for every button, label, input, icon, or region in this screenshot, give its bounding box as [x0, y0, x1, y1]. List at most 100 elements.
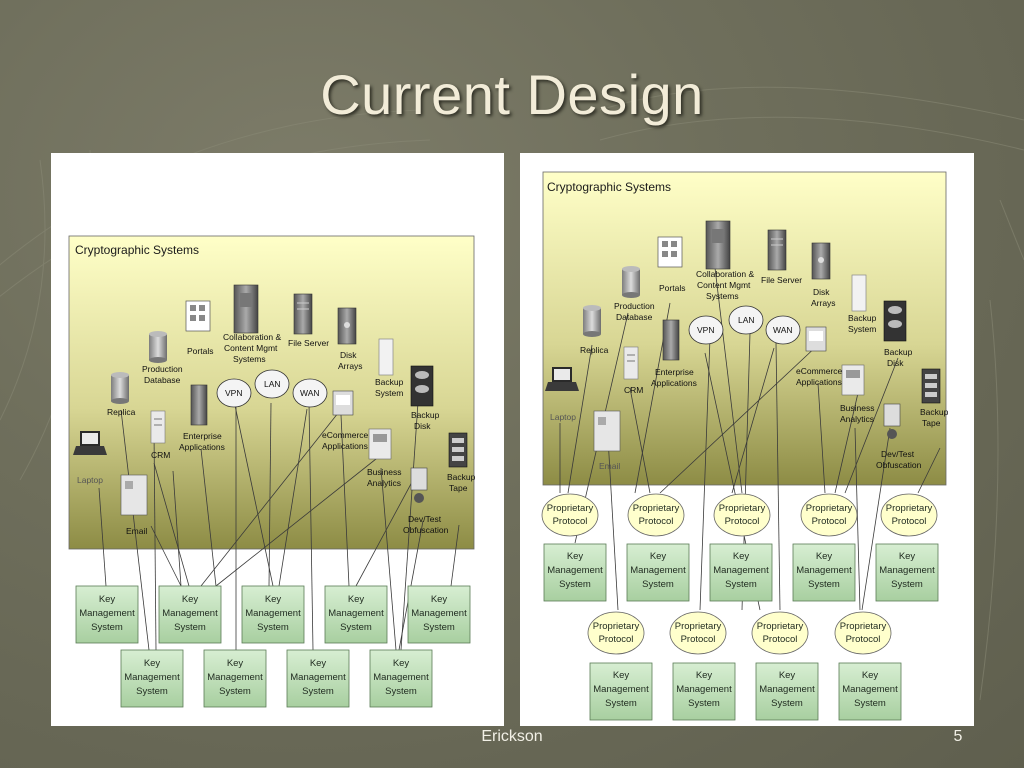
file-server-label: File Server [761, 275, 802, 285]
disk-arrays-label: Disk Arrays [811, 287, 836, 308]
portals-icon [657, 236, 683, 268]
enterprise-applications-icon [190, 384, 208, 426]
backup-disk-label: Backup Disk [411, 410, 442, 431]
backup-system-label: Backup System [848, 313, 879, 334]
business-analytics-label: Business Analytics [367, 467, 404, 488]
right-diagram-panel: Cryptographic Systems Laptop Replica [520, 153, 974, 726]
laptop-icon [73, 431, 107, 455]
lan-cloud-icon: LAN [728, 305, 764, 335]
crm-icon [150, 410, 166, 444]
devtest-label: Dev/Test Obfuscation [403, 514, 449, 535]
backup-system-icon [851, 274, 867, 312]
disk-arrays-icon [337, 307, 357, 345]
production-database-label: Production Database [614, 301, 657, 322]
laptop-icon [545, 367, 579, 391]
slide-title: Current Design [320, 63, 704, 126]
ecommerce-terminal-icon [332, 390, 354, 416]
collaboration-server-icon [233, 284, 259, 334]
wan-cloud-icon: WAN [765, 315, 801, 345]
replica-label: Replica [107, 407, 136, 417]
portals-icon [185, 300, 211, 332]
backup-disk-icon [883, 300, 907, 342]
crm-label: CRM [151, 450, 170, 460]
file-server-icon [293, 293, 313, 335]
svg-text:VPN: VPN [225, 388, 242, 398]
lan-cloud-icon: LAN [254, 369, 290, 399]
ecommerce-applications-label: eCommerce Applications [796, 366, 845, 387]
collaboration-server-icon [705, 220, 731, 270]
laptop-label: Laptop [77, 475, 103, 485]
replica-icon [583, 305, 601, 337]
production-database-icon [149, 331, 167, 363]
svg-text:LAN: LAN [738, 315, 755, 325]
backup-tape-icon [448, 432, 468, 468]
business-analytics-icon [841, 364, 865, 396]
business-analytics-icon [368, 428, 392, 460]
file-server-label: File Server [288, 338, 329, 348]
region-title: Cryptographic Systems [75, 243, 199, 257]
backup-system-label: Backup System [375, 377, 406, 398]
devtest-label: Dev/Test Obfuscation [876, 449, 922, 470]
svg-text:WAN: WAN [773, 325, 793, 335]
footer-author: Erickson [481, 728, 543, 745]
vpn-cloud-icon: VPN [216, 378, 252, 408]
replica-label: Replica [580, 345, 609, 355]
disk-arrays-label: Disk Arrays [338, 350, 363, 371]
backup-disk-label: Backup Disk [884, 347, 915, 368]
laptop-label: Laptop [550, 412, 576, 422]
disk-arrays-icon [811, 242, 831, 280]
wan-cloud-icon: WAN [292, 378, 328, 408]
enterprise-applications-label: Enterprise Applications [179, 431, 225, 452]
devtest-icon [410, 467, 428, 503]
portals-label: Portals [187, 346, 213, 356]
backup-system-icon [378, 338, 394, 376]
svg-text:LAN: LAN [264, 379, 281, 389]
enterprise-applications-label: Enterprise Applications [651, 367, 697, 388]
email-label: Email [126, 526, 147, 536]
crm-label: CRM [624, 385, 643, 395]
production-database-label: Production Database [142, 364, 185, 385]
backup-disk-icon [410, 365, 434, 407]
production-database-icon [622, 266, 640, 298]
collaboration-label: Collaboration & Content Mgmt Systems [696, 269, 757, 301]
portals-label: Portals [659, 283, 685, 293]
business-analytics-label: Business Analytics [840, 403, 877, 424]
file-server-icon [767, 229, 787, 271]
ecommerce-terminal-icon [805, 326, 827, 352]
email-server-icon [593, 410, 621, 452]
